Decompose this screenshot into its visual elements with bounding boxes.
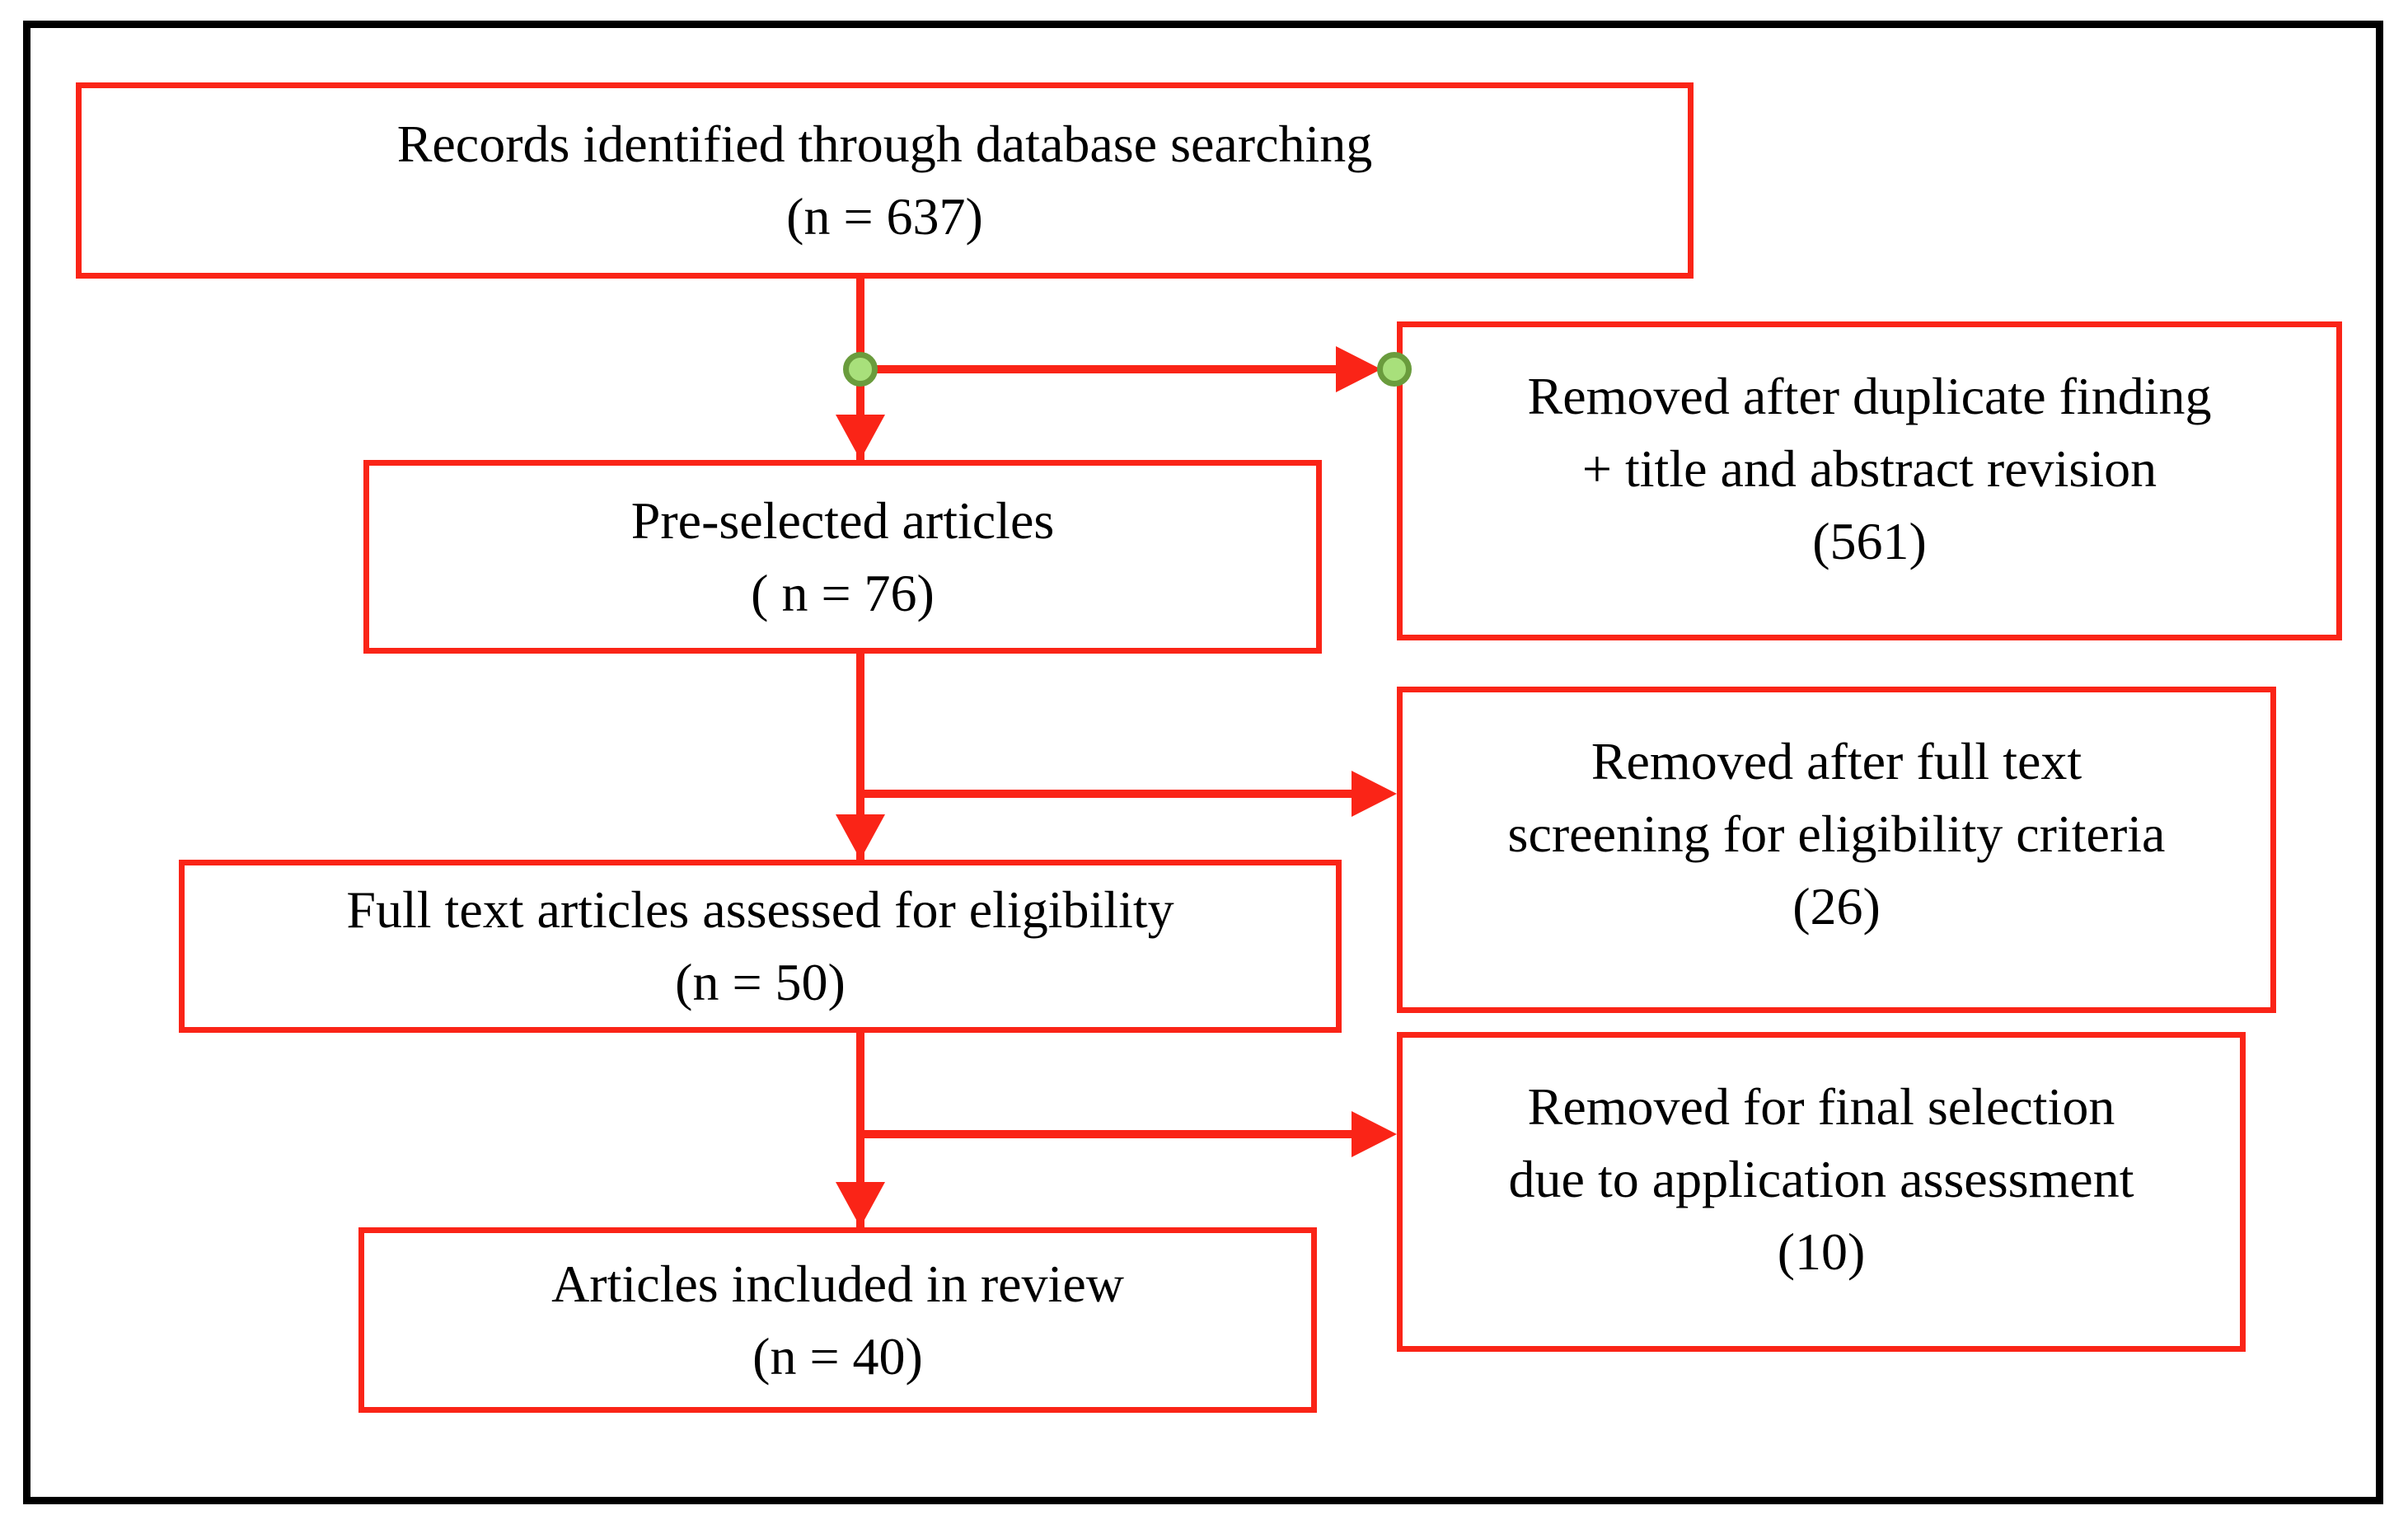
removed-screening-line2: screening for eligibility criteria (1507, 804, 2166, 863)
down-arrowhead-icon (836, 1182, 885, 1227)
removed-screening-count: (26) (1792, 877, 1881, 936)
articles-included-count: (n = 40) (752, 1326, 923, 1386)
removed-final-line1: Removed for final selection (1527, 1077, 2115, 1136)
removed-duplicate-line2: + title and abstract revision (1581, 439, 2157, 498)
right-arrowhead-icon (1352, 1111, 1397, 1157)
articles-included-box: Articles included in review (n = 40) (358, 1227, 1317, 1413)
preselected-articles-count: ( n = 76) (751, 563, 935, 622)
diagram-outer-border (23, 21, 2383, 1504)
records-identified-text: Records identified through database sear… (396, 115, 1373, 173)
removed-screening-box: Removed after full text screening for el… (1397, 687, 2276, 1013)
removed-screening-line1: Removed after full text (1590, 732, 2082, 790)
junction-dot-icon (1377, 352, 1412, 387)
records-identified-count: (n = 637) (786, 187, 983, 246)
fulltext-assessed-box: Full text articles assessed for eligibil… (179, 860, 1342, 1033)
fulltext-assessed-count: (n = 50) (675, 953, 846, 1011)
junction-dot-icon (843, 352, 878, 387)
preselected-articles-box: Pre-selected articles ( n = 76) (363, 460, 1322, 654)
removed-final-count: (10) (1777, 1222, 1866, 1281)
records-identified-box: Records identified through database sear… (76, 82, 1694, 279)
fulltext-assessed-text: Full text articles assessed for eligibil… (346, 880, 1174, 939)
articles-included-text: Articles included in review (551, 1254, 1124, 1313)
removed-final-line2: due to application assessment (1508, 1150, 2134, 1208)
connector-branch-to-removed-duplicate (856, 365, 1339, 373)
removed-duplicate-line1: Removed after duplicate finding (1527, 367, 2212, 425)
down-arrowhead-icon (836, 415, 885, 460)
removed-duplicate-count: (561) (1812, 512, 1927, 570)
connector-preselected-to-fulltext (856, 654, 864, 860)
connector-branch-to-removed-final (856, 1130, 1356, 1138)
removed-final-box: Removed for final selection due to appli… (1397, 1032, 2246, 1352)
preselected-articles-text: Pre-selected articles (630, 490, 1055, 550)
removed-duplicate-box: Removed after duplicate finding + title … (1397, 321, 2342, 640)
connector-branch-to-removed-screening (856, 790, 1356, 798)
right-arrowhead-icon (1336, 346, 1381, 392)
down-arrowhead-icon (836, 814, 885, 860)
right-arrowhead-icon (1352, 771, 1397, 817)
